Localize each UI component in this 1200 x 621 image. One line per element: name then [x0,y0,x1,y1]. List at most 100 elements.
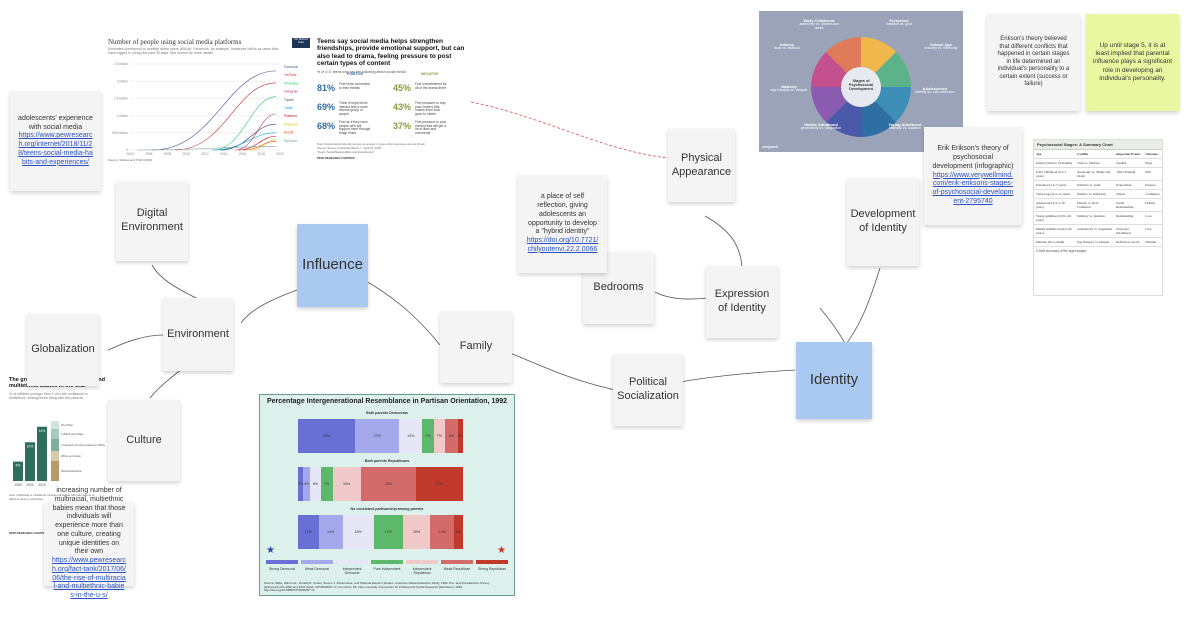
note-hybrid-identity[interactable]: a place of self reflection, giving adole… [518,175,607,273]
negative-label: Feel pressure to only post content that … [415,101,446,116]
note-erikson-belief[interactable]: Erikson's theory believed that different… [987,14,1080,111]
note-text: adolescents' experience with social medi… [18,114,93,131]
note-multiracial-babies[interactable]: increasing number of multiracial, multie… [44,487,134,599]
pew-link[interactable]: https://www.pewresearch.org/internet/201… [18,132,93,166]
series-line [219,123,277,151]
legend-item: Pinterest [284,114,297,118]
note-digital-environment[interactable]: Digital Environment [116,181,188,261]
bar-value-label: 5% [16,464,21,468]
social-media-chart[interactable]: Number of people using social media plat… [108,38,314,162]
legend-item: Snapchat [284,122,298,126]
stacked-bar: 3%4%6%7%16%32%27% [298,467,463,501]
series-line [242,141,277,151]
bar-segment: 27% [355,419,400,453]
note-text: Erik Erikson's theory of psychosocial de… [932,145,1014,170]
stack-label: 1 Black and White [61,432,84,436]
legend-swatch [266,560,298,564]
note-globalization[interactable]: Globalization [27,314,99,386]
note-text: increasing number of multiracial, multie… [52,487,126,556]
note-stage-5[interactable]: Up until stage 5, it is at least implied… [1086,14,1179,111]
note-adolescents-social-media[interactable]: adolescents' experience with social medi… [10,91,101,191]
legend-swatch [371,560,403,564]
note-environment[interactable]: Environment [163,298,233,371]
legend-swatch [441,560,473,564]
pew-teens-card[interactable]: Teens say social media helps strengthen … [317,38,471,173]
legend-item: Instagram [284,90,299,94]
pew-multiracial-link[interactable]: https://www.pewresearch.org/fact-tank/20… [52,557,126,600]
bar-segment: 27% [416,467,463,501]
legend-item: Twitter [284,106,294,110]
note-family[interactable]: Family [440,311,512,383]
stage-name: Maturity [781,84,797,89]
bar-segment: 14% [318,515,343,549]
legend-swatch [476,560,508,564]
legend-label: Independent Democrat [342,567,362,575]
note-identity[interactable]: Identity [796,342,872,419]
legend-label: Weak Democrat [304,567,330,571]
democrat-donkey-icon: ★ [266,545,275,556]
stack-label: White and Asian [61,454,82,458]
note-erikson-infographic[interactable]: Erik Erikson's theory of psychosocial de… [924,127,1022,225]
x-tick-label: 2012 [201,152,209,156]
note-physical-appearance[interactable]: Physical Appearance [668,129,735,202]
table-row: Middle Adulthood (40 to 65 years)Generat… [1034,224,1162,238]
partisan-resemblance-chart[interactable]: Percentage Intergenerational Resemblance… [259,394,515,596]
legend-label: Independent Republican [412,567,432,575]
table-row: School Age (6 to 11 years)Industry vs. I… [1034,189,1162,199]
table-cell: Care [1143,224,1162,238]
bar-segment: 16% [332,467,361,501]
pew-row: 69%Think it helps teens interact with a … [317,101,471,116]
positive-percent: 81% [317,83,336,93]
series-line [212,96,277,151]
stack-segment [51,429,59,439]
partisan-title: Percentage Intergenerational Resemblance… [266,398,508,405]
note-expression-of-identity[interactable]: Expression of Identity [706,266,778,338]
multiracial-note: Note: Multiracial or multiethnic include… [9,493,95,501]
stage-conflict: generativity vs. stagnation [800,126,842,131]
x-tick-label: 2004 [126,152,134,156]
note-influence[interactable]: Influence [297,224,368,307]
note-development-of-identity[interactable]: Development of Identity [847,178,919,266]
positive-label: Think it helps teens interact with a mor… [339,101,368,116]
note-culture[interactable]: Culture [108,400,180,481]
table-cell: Industry vs. Inferiority [1075,189,1115,199]
note-political-socialization[interactable]: Political Socialization [613,354,683,426]
positive-percent: 69% [317,102,336,112]
stage-conflict: intimacy vs. isolation [888,126,922,131]
group-label: Both parents Republicans [364,459,410,463]
erikson-summary-table[interactable]: Psychosocial Stages: A Summary Chart Age… [1033,139,1163,296]
chart-source: Source: Statista and TNW (2019) [108,158,153,162]
table-cell: Identity vs. Role Confusion [1075,198,1115,212]
y-tick-label: 1 billion [117,114,128,118]
verywell-link[interactable]: https://www.verywellmind.com/erik-erikso… [932,171,1014,205]
table-cell: School [1114,189,1144,199]
series-line [237,135,277,151]
doi-link[interactable]: https://doi.org/10.7721/chilyoutenvi.22.… [526,237,599,253]
pew-org: PEW RESEARCH CENTER [317,156,355,160]
table-row: Preschool (3 to 5 years)Initiative vs. G… [1034,180,1162,190]
stage-name: Infancy [779,42,794,47]
stage-conflict: trust vs. mistrust [774,46,800,51]
bar [37,426,47,481]
table-cell: Will [1143,167,1162,181]
bar-segment: 7% [433,419,446,453]
bar-segment: 3% [458,419,463,453]
multiracial-org: PEW RESEARCH CENTER [9,531,47,535]
table-cell: Love [1143,211,1162,225]
table-row: Early Childhood (2 to 3 years)Autonomy v… [1034,167,1162,181]
table-cell: Intimacy vs. Isolation [1075,211,1115,225]
series-line [212,132,277,151]
stage-conflict: ego integrity vs. despair [770,88,808,93]
negative-percent: 43% [393,102,412,112]
chart-title: Number of people using social media plat… [108,38,242,46]
bar-segment: 7% [320,467,333,501]
legend-label: Strong Democrat [269,567,295,571]
table-row: Adolescence (12 to 18 years)Identity vs.… [1034,198,1162,212]
